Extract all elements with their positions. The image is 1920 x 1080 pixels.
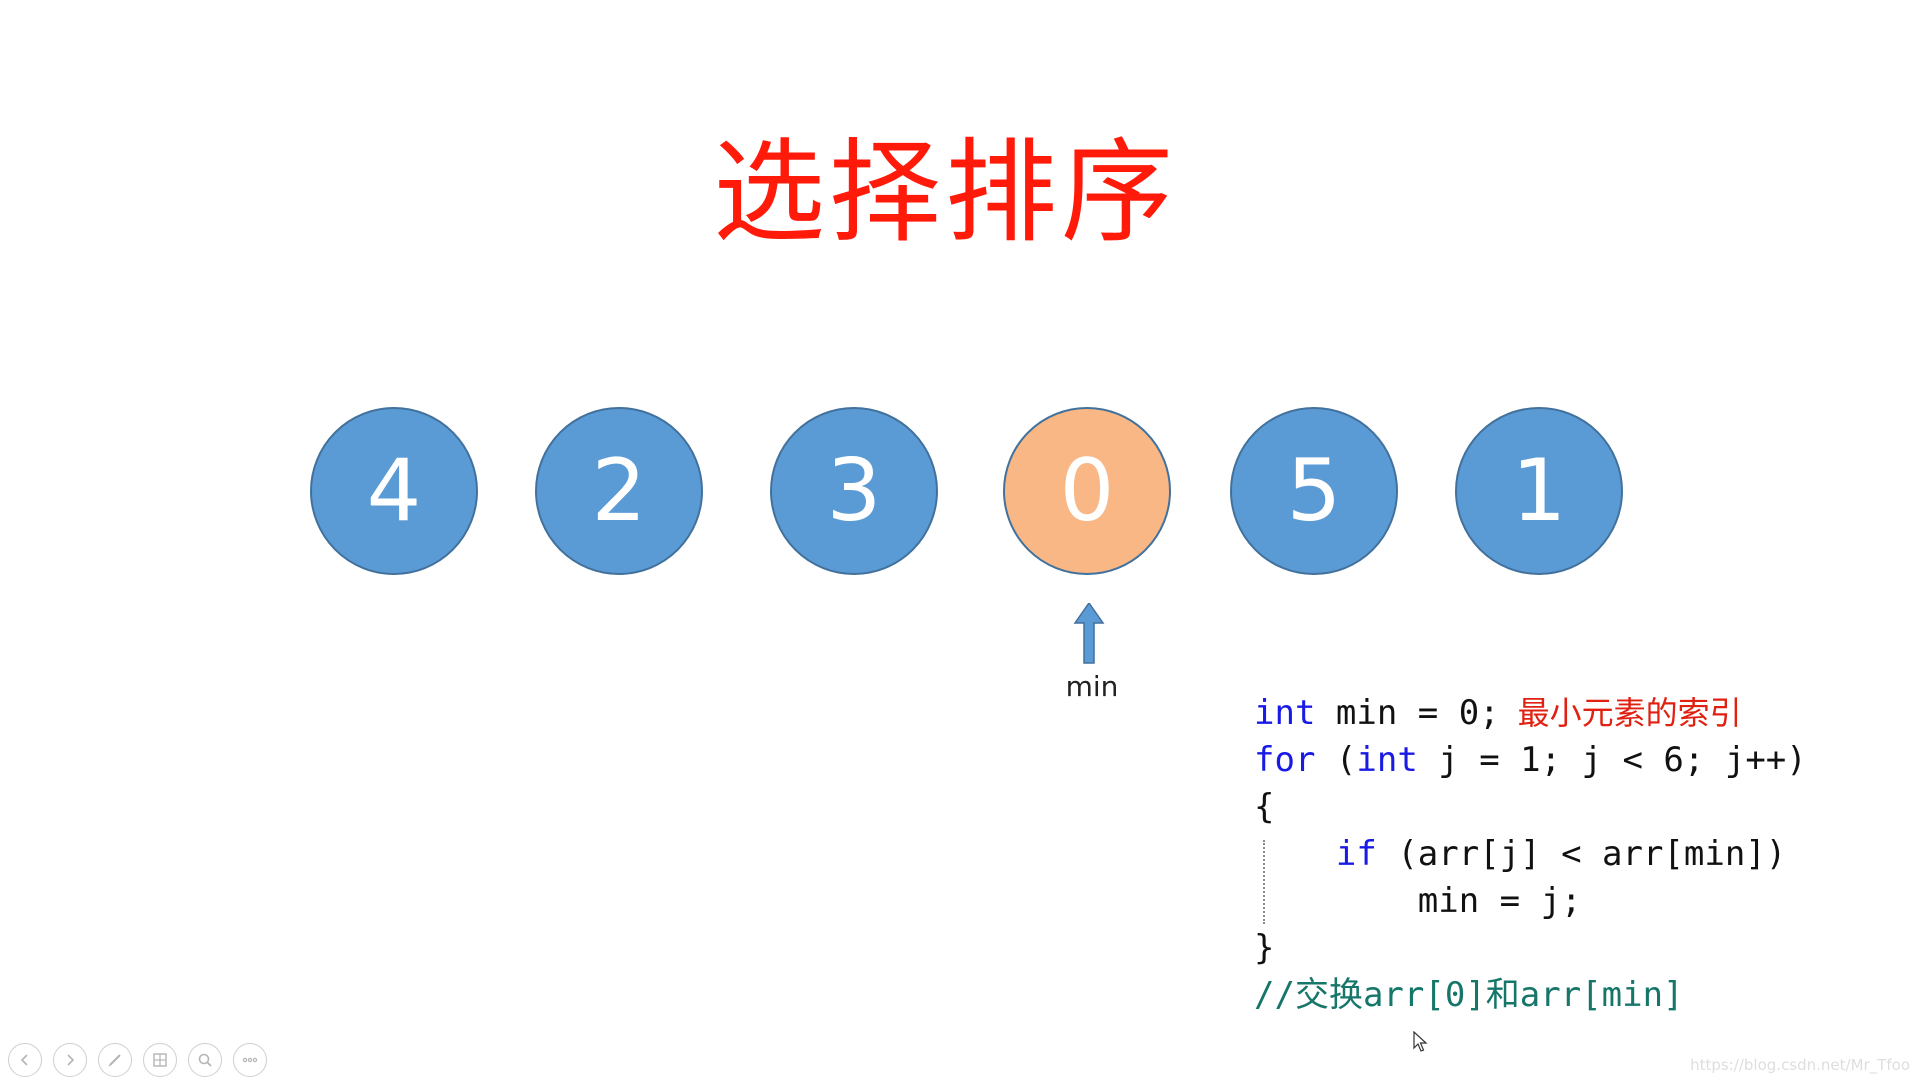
code-line: {	[1254, 784, 1894, 831]
code-line: if (arr[j] < arr[min])	[1254, 831, 1894, 878]
array-element: 2	[535, 407, 703, 575]
next-slide-button[interactable]	[53, 1043, 87, 1077]
pen-icon	[108, 1054, 121, 1067]
magnifier-icon	[198, 1053, 212, 1067]
arrow-left-icon	[20, 1054, 28, 1066]
code-note: 最小元素的索引	[1517, 694, 1742, 732]
array-element-value: 5	[1286, 441, 1342, 541]
code-line: int min = 0; 最小元素的索引	[1254, 690, 1894, 737]
code-comment: //交换arr[0]和arr[min]	[1254, 975, 1684, 1015]
code-text: min = 0;	[1315, 693, 1500, 733]
code-line: }	[1254, 925, 1894, 972]
code-line: min = j;	[1254, 878, 1894, 925]
code-text: }	[1254, 928, 1275, 968]
code-text: j = 1; j < 6; j++)	[1417, 740, 1807, 780]
slideshow-controls	[8, 1043, 267, 1079]
array-element: 1	[1455, 407, 1623, 575]
code-keyword: if	[1335, 834, 1377, 874]
array-element-min: 0	[1003, 407, 1171, 575]
more-options-button[interactable]	[233, 1043, 267, 1077]
code-keyword: int	[1356, 740, 1418, 780]
pen-button[interactable]	[98, 1043, 132, 1077]
code-text: (	[1315, 740, 1357, 780]
slide-title: 选择排序	[713, 128, 1177, 258]
see-all-slides-button[interactable]	[143, 1043, 177, 1077]
code-line: for (int j = 1; j < 6; j++)	[1254, 737, 1894, 784]
zoom-button[interactable]	[188, 1043, 222, 1077]
code-keyword: for	[1254, 740, 1316, 780]
code-block: int min = 0;最小元素的索引 for (int j = 1; j < …	[1254, 690, 1894, 1019]
min-pointer-label: min	[1065, 670, 1119, 703]
code-text: min = j;	[1254, 881, 1582, 921]
array-element-value: 0	[1059, 441, 1115, 541]
array-element-value: 2	[591, 441, 647, 541]
array-element: 3	[770, 407, 938, 575]
mouse-cursor-icon	[1413, 1031, 1428, 1052]
array-element-value: 4	[366, 441, 422, 541]
code-text: (arr[j] < arr[min])	[1376, 834, 1787, 874]
watermark: https://blog.csdn.net/Mr_Tfoo	[1690, 1056, 1910, 1074]
code-keyword: int	[1254, 693, 1316, 733]
array-element: 4	[310, 407, 478, 575]
array-element-value: 1	[1511, 441, 1567, 541]
array-element-value: 3	[826, 441, 882, 541]
code-line: //交换arr[0]和arr[min]	[1254, 972, 1894, 1019]
slides-icon	[153, 1053, 167, 1067]
arrow-right-icon	[67, 1054, 75, 1066]
previous-slide-button[interactable]	[8, 1043, 42, 1077]
more-icon	[242, 1057, 258, 1063]
indent-guide	[1263, 840, 1265, 924]
code-indent	[1254, 834, 1336, 874]
code-text: {	[1254, 787, 1275, 827]
up-arrow-icon	[1073, 603, 1105, 664]
array-element: 5	[1230, 407, 1398, 575]
